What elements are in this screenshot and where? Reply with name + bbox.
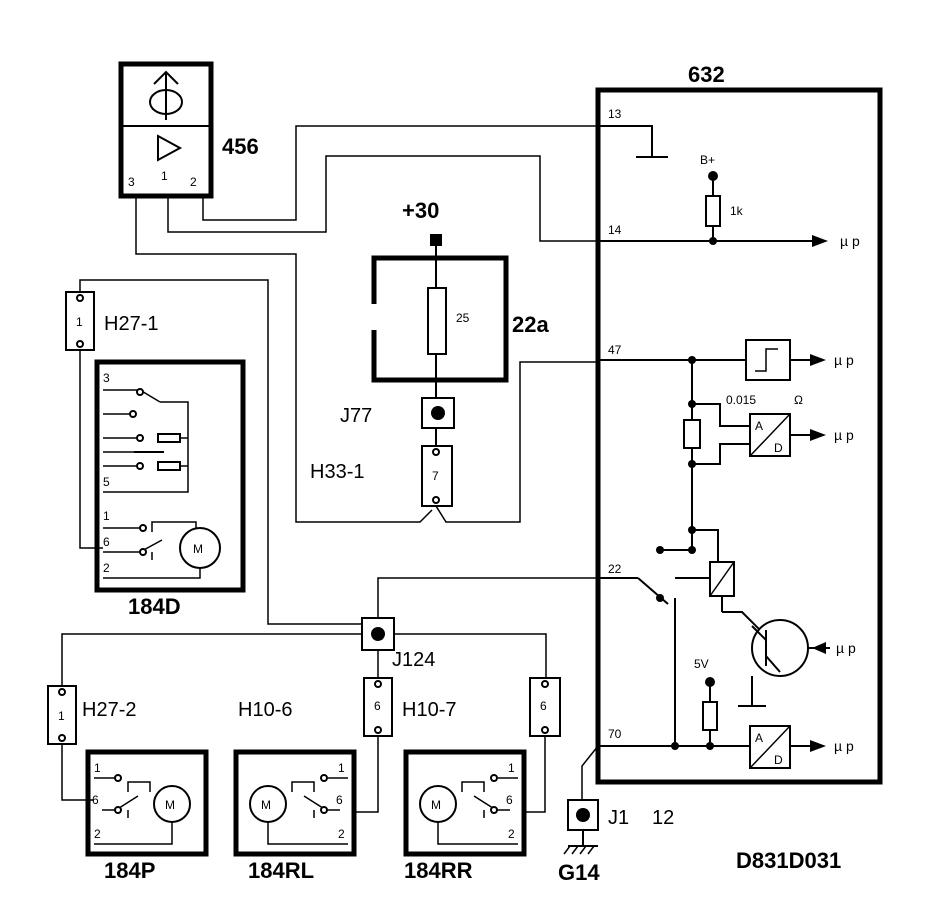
v5-label: 5V <box>694 657 709 671</box>
ecu-label: 632 <box>688 62 725 87</box>
h27-1-pin: 1 <box>76 315 83 329</box>
connector-h27-1: 1 H27-1 <box>65 291 158 351</box>
h27-2-label: H27-2 <box>82 699 136 721</box>
h10-7-pin: 6 <box>540 699 547 713</box>
184p-label: 184P <box>104 858 155 883</box>
sensor-label: 456 <box>222 134 259 159</box>
mp-output-70: µ p <box>834 738 854 754</box>
adc2-a: A <box>755 731 763 745</box>
j1-pin: 12 <box>652 807 674 829</box>
184d-pin-5: 5 <box>103 475 110 489</box>
h33-1-pin: 7 <box>432 469 439 483</box>
184rr-pin-1: 1 <box>508 761 515 775</box>
adc1-d: D <box>774 441 783 455</box>
ecu-pin-14: 14 <box>608 223 622 237</box>
184rl-pin-2: 2 <box>338 827 345 841</box>
ecu-pin-47: 47 <box>608 343 622 357</box>
j77-label: J77 <box>340 405 372 427</box>
fuse-number: 25 <box>456 311 470 325</box>
sensor-pin-3: 3 <box>128 175 135 189</box>
g14-label: G14 <box>558 860 600 885</box>
184d-pin-6: 6 <box>103 535 110 549</box>
184rr-pin-6: 6 <box>506 793 513 807</box>
184p-pin-2: 2 <box>94 827 101 841</box>
j124-label: J124 <box>392 649 435 671</box>
184d-pin-3: 3 <box>103 371 110 385</box>
184rl-pin-6: 6 <box>336 793 343 807</box>
supply-label: +30 <box>402 198 439 223</box>
sensor-pin-1: 1 <box>161 169 168 183</box>
h10-7-label: H10-7 <box>402 699 456 721</box>
motor-184d: 3 5 1 6 2 M 184D <box>94 359 246 619</box>
connector-h27-2: 1 H27-2 <box>47 685 136 745</box>
shunt-value: 0.015 <box>726 393 756 407</box>
184rr-label: 184RR <box>404 858 473 883</box>
motor-184rl: 1 6 2 M 184RL <box>233 749 357 883</box>
mp-output-transistor: µ p <box>836 640 856 656</box>
184p-pin-1: 1 <box>94 761 101 775</box>
184d-label: 184D <box>128 594 181 619</box>
h10-6-pin: 6 <box>374 699 381 713</box>
ecu-pin-70: 70 <box>608 727 622 741</box>
adc2-d: D <box>774 753 783 767</box>
ecu-pin-13: 13 <box>608 107 622 121</box>
h10-6-label: H10-6 <box>238 699 292 721</box>
184rl-label: 184RL <box>248 858 314 883</box>
connector-h33-1: 7 H33-1 <box>310 445 453 507</box>
184d-pin-2: 2 <box>103 561 110 575</box>
sensor-456: 3 1 2 456 <box>118 61 259 199</box>
fusebox-label: 22a <box>512 312 549 337</box>
184d-pin-1: 1 <box>103 509 110 523</box>
184d-motor-symbol: M <box>193 542 203 556</box>
h27-2-pin: 1 <box>58 709 65 723</box>
shunt-unit: Ω <box>794 393 803 407</box>
h27-1-label: H27-1 <box>104 313 158 335</box>
resistor-1k-label: 1k <box>730 204 744 218</box>
bplus-label: B+ <box>700 153 715 167</box>
motor-184p: 1 6 2 M 184P <box>85 749 209 883</box>
mp-output-47: µ p <box>834 352 854 368</box>
ecu-pin-22: 22 <box>608 562 622 576</box>
184p-motor-symbol: M <box>165 798 175 812</box>
h33-1-label: H33-1 <box>310 461 364 483</box>
mp-output-14: µ p <box>840 233 860 249</box>
184p-pin-6: 6 <box>92 793 99 807</box>
ecu-632: 632 13 14 47 22 70 B+ 1k µ p µ p <box>595 62 883 785</box>
diagram-id: D831D031 <box>736 848 841 873</box>
184rr-pin-2: 2 <box>508 827 515 841</box>
connector-j77: J77 <box>340 397 455 446</box>
j1-label: J1 <box>608 807 629 829</box>
mp-output-shunt: µ p <box>834 427 854 443</box>
connector-j124: J124 <box>361 617 435 671</box>
connector-j1: J1 12 G14 <box>558 745 674 885</box>
connector-h10-7: 6 H10-7 <box>402 677 561 737</box>
connector-h10-6: 6 H10-6 <box>238 677 393 737</box>
184rl-pin-1: 1 <box>338 761 345 775</box>
184rl-motor-symbol: M <box>261 798 271 812</box>
sensor-pin-2: 2 <box>190 175 197 189</box>
184rr-motor-symbol: M <box>431 798 441 812</box>
motor-184rr: 1 6 2 M 184RR <box>403 749 527 883</box>
adc1-a: A <box>755 419 763 433</box>
fusebox-22a: +30 25 22a <box>371 198 549 398</box>
